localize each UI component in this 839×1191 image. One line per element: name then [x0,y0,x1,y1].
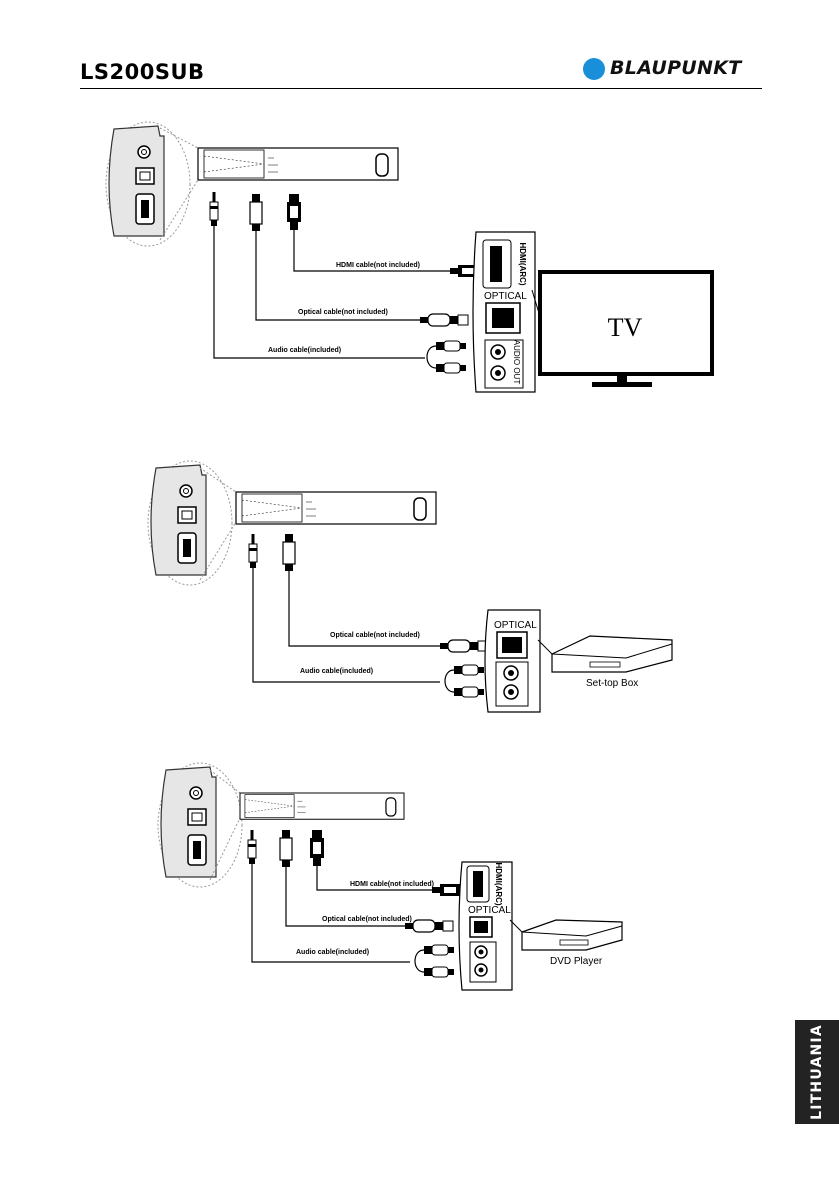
hdmi-port-label-1: HDMI(ARC) [518,242,527,285]
header-rule [80,88,762,89]
optical-port-label-2: OPTICAL [494,620,537,631]
language-tab: LITHUANIA [795,1020,839,1124]
optical-plug-stb [439,639,489,653]
rca-plugs-1 [426,340,467,374]
stb-device-label: Set-top Box [586,678,638,689]
diagram-set-top-box: Optical cable(not included) Audio cable(… [147,460,673,713]
hdmi-cable-label-3: HDMI cable(not included) [350,881,434,888]
zoom-bubble-3 [157,762,243,888]
brand-dot-icon [583,58,605,80]
soundbar-3 [239,792,405,820]
optical-cable-label-1: Optical cable(not included) [298,309,388,316]
language-tab-label: LITHUANIA [809,1024,825,1120]
model-title: LS200SUB [80,60,205,84]
rca-plugs-3 [414,944,455,978]
diagram-tv: HDMI cable(not included) Optical cable(n… [105,121,714,393]
optical-port-label-1: OPTICAL [484,291,527,302]
optical-plug-tv [419,313,469,327]
hdmi-plug-3 [310,830,324,866]
audio-cable-label-2: Audio cable(included) [300,668,373,675]
hdmi-plug-1 [287,194,301,230]
optical-cable-label-2: Optical cable(not included) [330,632,420,639]
soundbar-1 [197,147,399,181]
zoom-bubble-1 [105,121,191,247]
brand-name: BLAUPUNKT [610,57,742,79]
audio-jack-3 [247,829,257,865]
optical-plug-dvd [404,919,454,933]
optical-plug-3 [279,829,293,868]
audio-port-label-1: AUDIO OUT [512,340,521,385]
rca-plugs-2 [444,664,485,698]
diagram-dvd-player: HDMI cable(not included) Optical cable(n… [157,762,623,991]
optical-plug-2 [282,533,296,572]
hdmi-port-label-3: HDMI(ARC) [494,862,503,905]
brand-logo: BLAUPUNKT [583,57,763,82]
hdmi-cable-label-1: HDMI cable(not included) [336,262,420,269]
dvd-device-label: DVD Player [550,956,603,967]
audio-cable-label-1: Audio cable(included) [268,347,341,354]
zoom-bubble-2 [147,460,233,586]
optical-plug-1 [249,193,263,232]
audio-jack-1 [209,191,219,227]
optical-cable-label-3: Optical cable(not included) [322,916,412,923]
audio-jack-2 [248,533,258,569]
tv-device-label: TV [608,313,643,342]
optical-port-label-3: OPTICAL [468,905,511,916]
soundbar-2 [235,491,437,525]
audio-cable-label-3: Audio cable(included) [296,949,369,956]
